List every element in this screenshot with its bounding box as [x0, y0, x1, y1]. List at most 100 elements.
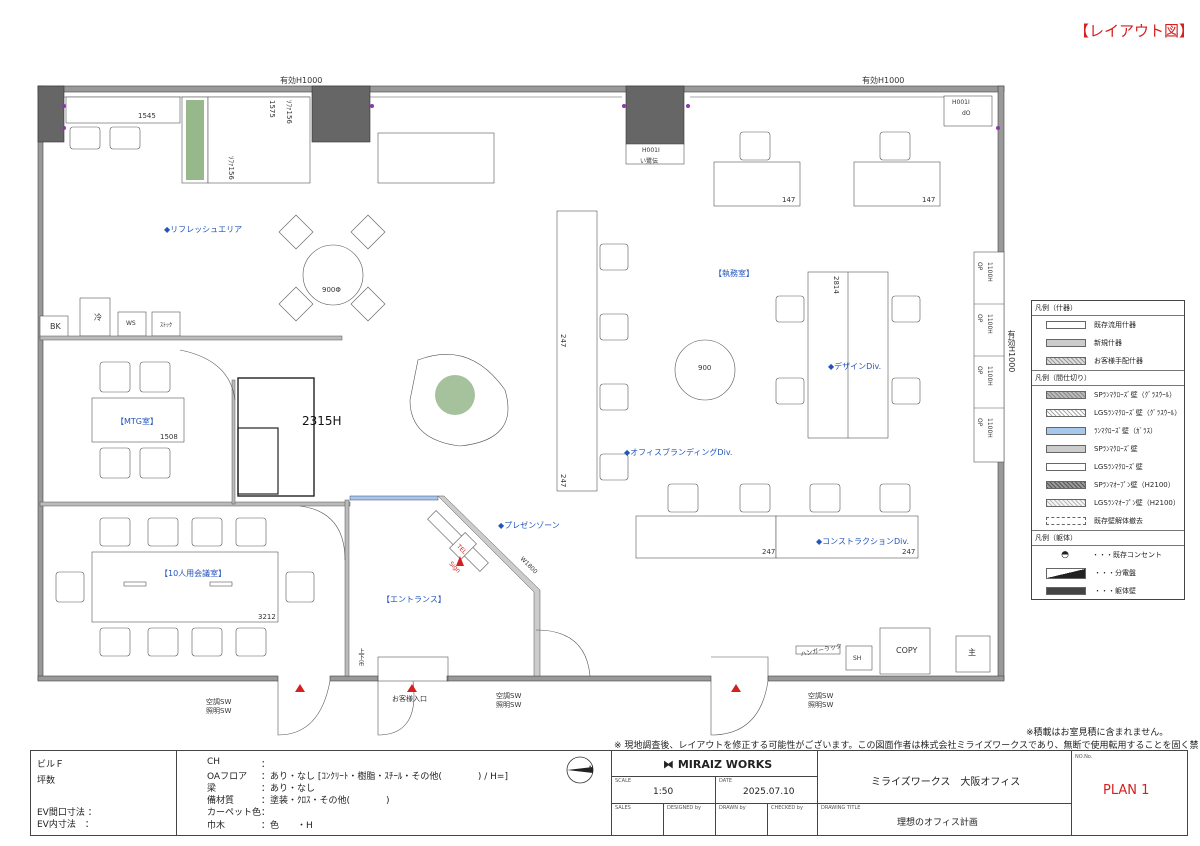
legend-swatch [1046, 357, 1086, 365]
equipment-label: い鷺伝 [640, 158, 659, 165]
room-label-office-design: ◆オフィスブランディングDiv. [624, 448, 733, 457]
equipment-label: 1100H [986, 366, 993, 386]
dimension-label: ｿﾌｧ156 [285, 100, 293, 124]
dimension-label: ｿﾌｧ156 [227, 156, 235, 180]
legend-item: ・・・躯体壁 [1032, 582, 1184, 600]
window-height-label: 有効H1000 [1007, 330, 1016, 373]
legend-swatch [1046, 517, 1086, 525]
dimension-label: 900Φ [322, 286, 341, 294]
legend-item: SPﾗﾝﾏｸﾛｰｽﾞ壁 [1032, 440, 1184, 458]
equipment-label: 冷 [94, 313, 102, 322]
field-label: DRAWING TITLE [821, 805, 861, 811]
legend-swatch [1046, 499, 1086, 507]
dimension-label: 147 [782, 196, 796, 204]
room-label-entrance: 【エントランス】 [382, 595, 446, 604]
note: ※積載はお室見積に含まれません。 [1026, 728, 1169, 738]
legend-item: ・・・分電盤 [1032, 564, 1184, 582]
spec-label: カーペット色 [207, 808, 262, 818]
room-label-design: ◆デザインDiv. [828, 362, 882, 371]
legend-swatch [1046, 391, 1086, 399]
equipment-label: COPY [896, 646, 918, 655]
legend-swatch [1046, 339, 1086, 347]
north-arrow [566, 756, 594, 784]
equipment-label: 1100H [986, 262, 993, 282]
dimension-label: 247 [902, 548, 916, 556]
switch-label: 空調SW [808, 692, 834, 700]
spec-value: ： [261, 808, 271, 818]
page-title: 【レイアウト図】 [1074, 22, 1195, 40]
drawing-date: 2025.07.10 [743, 787, 795, 797]
plan-number: PLAN 1 [1103, 783, 1150, 798]
equipment-label: 上下吊 [357, 648, 364, 666]
spec-label: 備材質 [207, 796, 235, 806]
legend: 凡例（什器） 既存流用什器 新規什器 お客様手配什器 凡例（間仕切り） SPﾗﾝ… [1031, 300, 1185, 600]
room-label-construction: ◆コンストラクションDiv. [816, 537, 910, 546]
spec-value: ：あり・なし [261, 784, 316, 794]
switch-label: 照明SW [808, 701, 834, 709]
field-label: SALES [615, 805, 631, 811]
spec-label: CH [207, 757, 221, 767]
legend-item: ◓・・・既存コンセント [1032, 546, 1184, 564]
outlet-icon: ◓ [1061, 550, 1069, 560]
window-height-label: 有効H1000 [280, 76, 323, 85]
field-label: DRAWN by [719, 805, 746, 811]
legend-swatch [1046, 587, 1086, 595]
equipment-label: BK [50, 322, 61, 331]
equipment-label: OP [976, 262, 983, 271]
field-label: NO.No. [1075, 754, 1093, 760]
equipment-label: H001I [952, 99, 970, 106]
north-label: N [589, 765, 594, 772]
switch-label: 空調SW [496, 692, 522, 700]
legend-item: LGSﾗﾝﾏｸﾛｰｽﾞ壁（ｸﾞﾗｽｳｰﾙ） [1032, 404, 1184, 422]
panel-icon [1046, 567, 1086, 579]
dimension-label: 900 [698, 364, 712, 372]
equipment-label: OP [976, 418, 983, 427]
entrance-label: お客様入口 [392, 695, 427, 703]
equipment-label: SH [853, 655, 862, 662]
equipment-label: ｽﾄｯｸ [160, 322, 173, 329]
spec-value: ：色 ・H [261, 821, 313, 831]
legend-swatch [1046, 445, 1086, 453]
legend-item: お客様手配什器 [1032, 352, 1184, 370]
legend-item: 新規什器 [1032, 334, 1184, 352]
room-label-conference: 【10人用会議室】 [160, 569, 227, 578]
legend-item: 既存流用什器 [1032, 316, 1184, 334]
spec-label: OAフロア [207, 772, 248, 782]
field-label: SCALE [615, 778, 632, 784]
switch-label: 照明SW [496, 701, 522, 709]
legend-item: LGSﾗﾝﾏｸﾛｰｽﾞ壁 [1032, 458, 1184, 476]
field-label: CHECKED by [771, 805, 803, 811]
dimension-label: 1575 [268, 100, 276, 118]
legend-swatch [1046, 321, 1086, 329]
ev-opening: EV間口寸法 ： [37, 808, 97, 818]
field-label: DESIGNED by [667, 805, 702, 811]
logo-mark-icon: ⧓ [663, 758, 678, 771]
dimension-label: 3212 [258, 613, 276, 621]
company-name: ミライズワークス 大阪オフィス [871, 777, 1021, 788]
equipment-label: OP [976, 314, 983, 323]
legend-swatch [1046, 463, 1086, 471]
equipment-label: 1100H [986, 314, 993, 334]
equipment-label: 1100H [986, 418, 993, 438]
legend-item: ﾗﾝﾏｸﾛｰｽﾞ壁（ｶﾞﾗｽ） [1032, 422, 1184, 440]
brand-logo: ⧓ MIRAIZ WORKS [663, 758, 773, 771]
equipment-label: 主 [968, 648, 976, 657]
legend-swatch [1046, 481, 1086, 489]
legend-item: SPﾗﾝﾏｵｰﾌﾟﾝ壁（H2100） [1032, 476, 1184, 494]
room-label-office: 【執務室】 [714, 269, 754, 278]
legend-swatch [1046, 427, 1086, 435]
room-label-refresh: ◆リフレッシュエリア [164, 225, 243, 234]
switch-label: 空調SW [206, 698, 232, 706]
legend-heading: 凡例（躯体） [1032, 530, 1184, 546]
dimension-label: 247 [762, 548, 776, 556]
spec-label: 巾木 [207, 821, 226, 831]
spec-value: ：あり・なし [ｺﾝｸﾘｰﾄ・樹脂・ｽﾁｰﾙ・その他( ) / H=] [261, 772, 508, 782]
structural-column [37, 85, 685, 145]
note: ※ 現地調査後、レイアウトを修正する可能性がございます。この図面作者は株式会社ミ… [614, 741, 1200, 751]
dimension-label: 247 [559, 334, 567, 348]
dimension-label: 2315H [302, 414, 342, 428]
legend-heading: 凡例（什器） [1032, 301, 1184, 316]
spec-value: ：塗装・ｸﾛｽ・その他( ) [261, 796, 390, 806]
field-label: DATE [719, 778, 733, 784]
legend-item: 既存壁解体撤去 [1032, 512, 1184, 530]
